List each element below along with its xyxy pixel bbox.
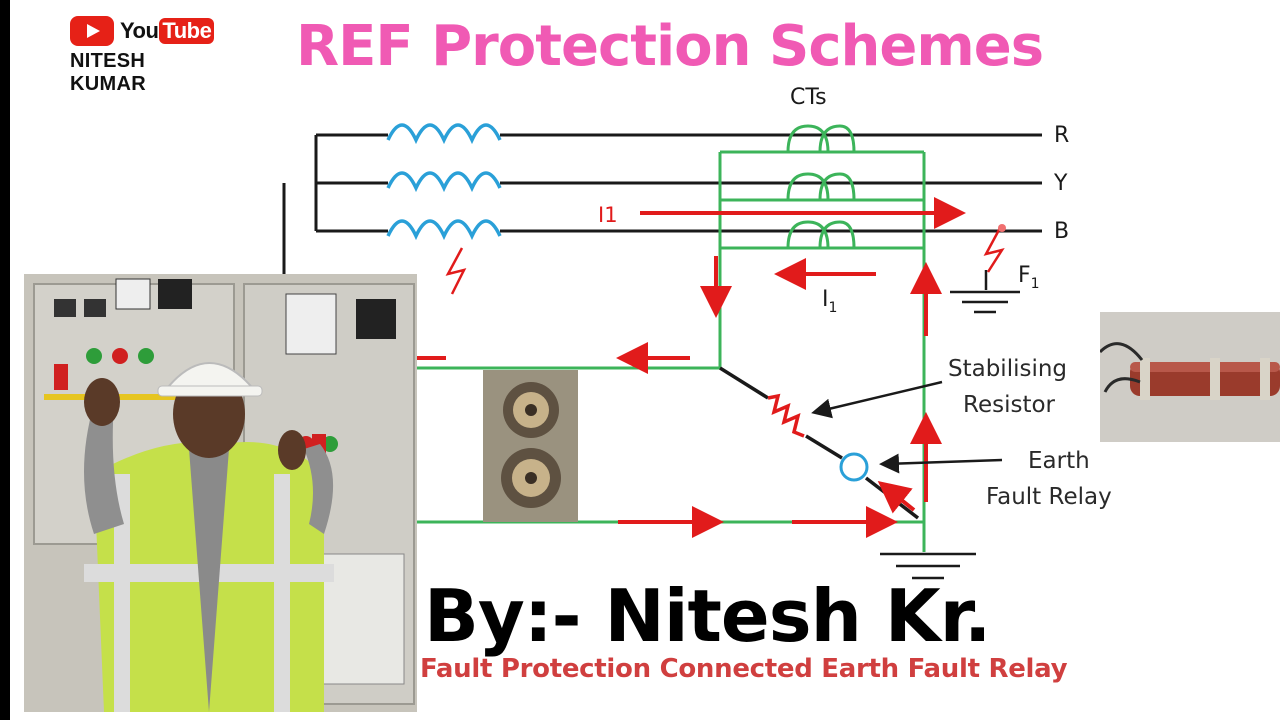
fault-subscript: 1 [1031,276,1040,292]
current-i1-label: I1 [598,203,618,227]
fault-point-marker [998,224,1006,232]
relay-label-line1: Earth [1028,448,1090,474]
byline: By:- Nitesh Kr. [424,574,991,658]
presenter-photo [24,274,417,712]
return-current-label: I1 [822,287,837,316]
relay-pointer [879,453,1003,474]
resistor-label-line1: Stabilising [948,356,1067,382]
relay-arrow [877,481,916,514]
relay-branch [719,366,920,520]
resistor-label-line2: Resistor [963,392,1056,418]
ct-r-coil [786,124,856,153]
stabilising-resistor [767,393,805,438]
winding-r [386,123,502,145]
relay-label-line2: Fault Relay [986,484,1112,510]
presenter-illustration [24,274,417,712]
current-flow-arrows [416,197,966,538]
diagram-caption: Fault Protection Connected Earth Fault R… [420,654,1068,684]
stabilising-resistor-photo [1100,312,1280,442]
left-edge-bar [0,0,10,720]
earth-fault-relay [839,452,869,482]
winding-b [386,219,502,241]
return-current-letter: I [822,287,829,312]
resistor-pointer [811,380,943,419]
relay-terminal-photo [483,370,578,522]
ct-y-coil [786,172,856,201]
winding-y [386,171,502,193]
play-icon [70,16,114,46]
phase-y-label: Y [1053,171,1068,196]
channel-name: NITESH KUMAR [70,50,146,95]
fault-f1-label: F1 [1018,263,1040,292]
ct-label: CTs [790,85,827,110]
relay-terminal-illustration [483,370,578,522]
phase-r-label: R [1054,123,1069,148]
fault-f1-icon [983,227,1005,273]
transformer-windings [386,123,502,241]
fault-lightning-icons [445,227,1005,295]
return-current-subscript: 1 [829,300,838,316]
youtube-word-right: Tube [159,18,215,44]
earth-symbols [880,270,1020,580]
label-pointers [811,380,1003,474]
phase-conductors [282,133,1042,290]
youtube-word-left: You [120,18,159,43]
page-title: REF Protection Schemes [296,14,1044,79]
ct-b-coil [786,220,856,249]
resistor-illustration [1100,312,1280,442]
phase-b-label: B [1054,219,1069,244]
internal-fault-icon [445,247,467,295]
fault-letter: F [1018,263,1031,288]
